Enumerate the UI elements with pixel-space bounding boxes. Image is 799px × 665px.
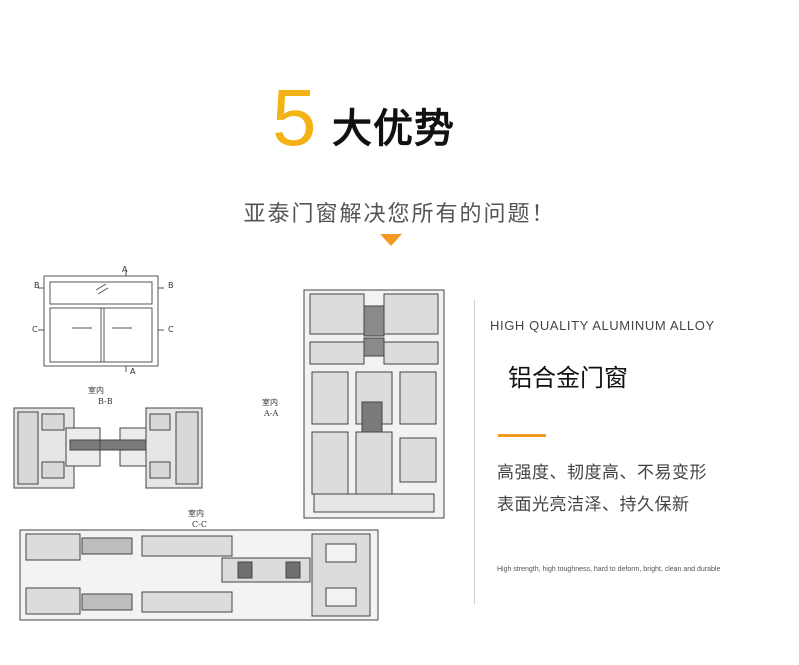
english-title: HIGH QUALITY ALUMINUM ALLOY bbox=[490, 318, 715, 333]
label-b-left: B bbox=[34, 281, 40, 290]
label-cc: C-C bbox=[192, 520, 207, 529]
feature-line-2: 表面光亮洁泽、持久保新 bbox=[497, 495, 690, 515]
label-a-bottom: A bbox=[130, 367, 136, 376]
window-section-drawing: A A B B C C 室内 B-B 室内 A-A bbox=[13, 265, 445, 621]
label-indoor-aa: 室内 bbox=[262, 397, 278, 407]
section-cc bbox=[19, 529, 379, 621]
label-c-left: C bbox=[32, 325, 38, 334]
section-aa bbox=[303, 289, 445, 519]
hero-title: 大优势 bbox=[332, 106, 455, 152]
label-a-top: A bbox=[122, 265, 128, 274]
chinese-title: 铝合金门窗 bbox=[508, 364, 628, 392]
hero-section: 5 大优势 亚泰门窗解决您所有的问题！ bbox=[0, 0, 799, 260]
down-triangle-icon bbox=[380, 234, 402, 246]
label-bb: B-B bbox=[98, 397, 113, 406]
english-description: High strength, high toughness, hard to d… bbox=[497, 566, 721, 573]
label-indoor-bb: 室内 bbox=[88, 385, 104, 395]
label-aa: A-A bbox=[263, 409, 278, 418]
window-elevation-frame bbox=[43, 275, 159, 367]
feature-line-1: 高强度、韧度高、不易变形 bbox=[497, 463, 707, 483]
label-indoor-cc: 室内 bbox=[188, 508, 204, 518]
section-bb bbox=[13, 407, 203, 489]
hero-number: 5 bbox=[272, 73, 317, 162]
hero-subtitle: 亚泰门窗解决您所有的问题！ bbox=[243, 202, 556, 227]
vertical-divider bbox=[474, 300, 475, 604]
label-b-right: B bbox=[168, 281, 174, 290]
label-c-right: C bbox=[168, 325, 174, 334]
accent-bar bbox=[498, 434, 546, 437]
